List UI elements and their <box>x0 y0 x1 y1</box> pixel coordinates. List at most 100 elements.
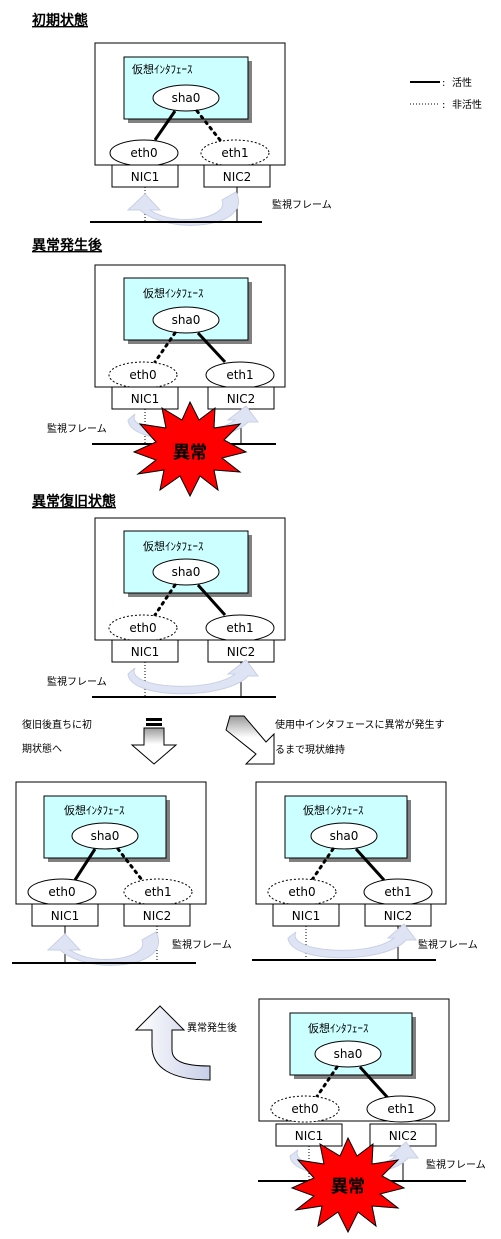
eth0-label: eth0 <box>129 368 156 382</box>
eth1-label: eth1 <box>221 146 248 160</box>
nic2-label: NIC2 <box>227 392 256 406</box>
eth0-node <box>108 361 178 389</box>
nic2-label: NIC2 <box>227 645 256 659</box>
keep-text-line2: るまで現状維持 <box>275 743 345 756</box>
sha0-node <box>152 84 220 112</box>
error-burst <box>290 1136 406 1234</box>
eth0-label: eth0 <box>291 1102 318 1116</box>
sha0-label: sha0 <box>91 829 120 843</box>
curved-arrow <box>134 1005 211 1081</box>
sha0-label: sha0 <box>172 313 201 327</box>
revert-text-line2: 期状態へ <box>22 742 62 755</box>
arrow-stripe <box>146 718 162 721</box>
link-eth1-active <box>354 847 386 882</box>
nic1-label: NIC1 <box>131 170 160 184</box>
nic1-label: NIC1 <box>131 392 160 406</box>
monitor-frame-label: 監視フレーム <box>418 938 478 951</box>
virtual-interface-label: 仮想ｲﾝﾀﾌｪｰｽ <box>303 803 364 817</box>
heading-after-failure: 異常発生後 <box>32 237 103 254</box>
link-eth0-active <box>153 110 177 141</box>
legend: : 活性 : 非活性 <box>410 76 482 111</box>
stage-after-failure: 仮想ｲﾝﾀﾌｪｰｽ sha0 eth0 eth1 NIC1 NIC2 監視フレー… <box>47 264 286 498</box>
transition-revert: 復旧後直ちに初 期状態へ <box>22 718 178 765</box>
monitor-frame-label: 監視フレーム <box>47 675 107 688</box>
diagonal-arrow <box>225 715 275 765</box>
link-eth0-inactive <box>310 847 335 882</box>
link-eth1-active <box>196 331 227 364</box>
error-burst <box>132 400 248 498</box>
nic1-label: NIC1 <box>131 645 160 659</box>
link-eth0-inactive <box>153 331 177 364</box>
monitor-frame-label: 監視フレーム <box>172 938 232 951</box>
monitor-frame-label: 監視フレーム <box>47 422 107 435</box>
link-eth0-active <box>73 848 97 881</box>
nic1-label: NIC1 <box>51 909 80 923</box>
revert-text-line1: 復旧後直ちに初 <box>22 718 92 731</box>
link-eth0-inactive <box>314 1065 339 1100</box>
sha0-node <box>310 822 378 850</box>
eth1-label: eth1 <box>144 885 171 899</box>
sha0-label: sha0 <box>330 829 359 843</box>
transition-keep: 使用中インタフェースに異常が発生す るまで現状維持 <box>225 715 445 765</box>
nic1-label: NIC1 <box>292 909 321 923</box>
nic2-label: NIC2 <box>389 1129 418 1143</box>
error-label: 異常 <box>173 442 207 463</box>
nic1-label: NIC1 <box>295 1129 324 1143</box>
eth1-label: eth1 <box>226 621 253 635</box>
eth1-label: eth1 <box>226 368 253 382</box>
link-eth1-inactive <box>195 109 222 142</box>
monitor-frame-label: 監視フレーム <box>272 198 332 211</box>
keep-text-line1: 使用中インタフェースに異常が発生す <box>275 718 445 731</box>
stage-recovered: 仮想ｲﾝﾀﾌｪｰｽ sha0 eth0 eth1 NIC1 NIC2 監視フレー… <box>47 517 286 698</box>
monitor-frame-arrow <box>287 923 417 959</box>
sha0-node <box>314 1040 382 1068</box>
down-arrow <box>130 727 178 765</box>
transition-on-failure: 異常発生後 <box>134 1005 237 1081</box>
stage-initial: 仮想ｲﾝﾀﾌｪｰｽ sha0 eth0 eth1 NIC1 NIC2 監視フレー… <box>90 42 332 226</box>
eth0-label: eth0 <box>129 621 156 635</box>
monitor-frame-arrow <box>127 659 259 695</box>
stage-revert: 仮想ｲﾝﾀﾌｪｰｽ sha0 eth0 eth1 NIC1 NIC2 監視フレー… <box>12 781 232 966</box>
sha0-label: sha0 <box>334 1047 363 1061</box>
virtual-interface-label: 仮想ｲﾝﾀﾌｪｰｽ <box>64 803 125 817</box>
stage-keep: 仮想ｲﾝﾀﾌｪｰｽ sha0 eth0 eth1 NIC1 NIC2 監視フレー… <box>252 781 478 961</box>
legend-active-label: 活性 <box>452 76 472 89</box>
link-eth1-active <box>196 583 227 617</box>
virtual-interface-label: 仮想ｲﾝﾀﾌｪｰｽ <box>308 1021 369 1035</box>
monitor-frame-arrow <box>126 191 239 226</box>
heading-initial: 初期状態 <box>32 12 88 29</box>
virtual-interface-label: 仮想ｲﾝﾀﾌｪｰｽ <box>143 286 204 300</box>
eth1-node <box>200 139 270 167</box>
eth0-label: eth0 <box>288 885 315 899</box>
nic2-label: NIC2 <box>143 909 172 923</box>
heading-recovered: 異常復旧状態 <box>32 493 116 510</box>
arrow-stripe <box>146 723 162 726</box>
sha0-node <box>152 306 220 334</box>
virtual-interface-label: 仮想ｲﾝﾀﾌｪｰｽ <box>143 539 204 553</box>
eth1-node <box>366 1095 436 1123</box>
stage-second-failure: 仮想ｲﾝﾀﾌｪｰｽ sha0 eth0 eth1 NIC1 NIC2 監視フレー… <box>258 998 486 1234</box>
eth0-node <box>267 878 337 906</box>
monitor-frame-label: 監視フレーム <box>426 1158 486 1171</box>
legend-inactive-colon: : <box>442 100 445 111</box>
eth0-node <box>270 1095 340 1123</box>
eth1-node <box>123 878 193 906</box>
nic2-label: NIC2 <box>384 909 413 923</box>
nic2-label: NIC2 <box>223 170 252 184</box>
link-eth0-inactive <box>153 583 177 617</box>
virtual-interface-label: 仮想ｲﾝﾀﾌｪｰｽ <box>132 62 193 76</box>
legend-active-colon: : <box>442 78 445 89</box>
link-eth1-active <box>358 1065 390 1100</box>
sha0-node <box>71 822 139 850</box>
eth0-label: eth0 <box>48 885 75 899</box>
on-failure-label: 異常発生後 <box>187 1021 237 1034</box>
legend-inactive-label: 非活性 <box>452 98 482 111</box>
eth1-label: eth1 <box>387 1102 414 1116</box>
eth1-label: eth1 <box>384 885 411 899</box>
error-label: 異常 <box>331 1176 365 1197</box>
sha0-label: sha0 <box>172 91 201 105</box>
monitor-frame-arrow <box>46 931 159 966</box>
sha0-node <box>152 558 220 586</box>
eth0-node <box>108 614 178 642</box>
sha0-label: sha0 <box>172 565 201 579</box>
